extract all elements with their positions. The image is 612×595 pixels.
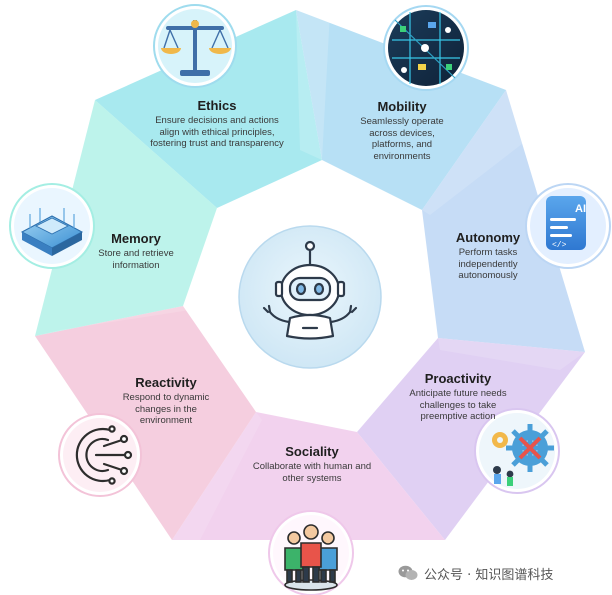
mobility-title: Mobility	[377, 99, 427, 114]
reactivity-band	[35, 306, 256, 540]
mobility-description: Seamlessly operate across devices, platf…	[360, 116, 444, 162]
band-overlap	[35, 306, 190, 336]
svg-text:</>: </>	[552, 241, 567, 250]
watermark: 公众号 · 知识图谱科技	[398, 562, 608, 584]
proactivity-label: Proactivity Anticipate future needs chal…	[398, 371, 518, 423]
band-overlap	[422, 90, 540, 215]
smart-city-map-icon	[392, 12, 460, 84]
svg-text:AI: AI	[575, 203, 586, 215]
ethics-label: Ethics Ensure decisions and actions alig…	[148, 98, 286, 150]
gears-team-icon	[492, 424, 554, 486]
autonomy-description: Perform tasks independently autonomously	[458, 247, 518, 281]
memory-title: Memory	[111, 231, 161, 246]
ai-document-icon: AI </>	[546, 196, 586, 250]
band-overlap	[172, 412, 262, 540]
reactivity-description: Respond to dynamic changes in the enviro…	[122, 392, 210, 426]
mobility-icon-badge	[383, 5, 469, 91]
people-group-icon	[284, 524, 338, 591]
mobility-band	[296, 10, 506, 210]
sociality-title: Sociality	[285, 444, 339, 459]
reactivity-label: Reactivity Respond to dynamic changes in…	[114, 375, 218, 427]
segment-bands	[35, 10, 585, 540]
ethics-description: Ensure decisions and actions align with …	[150, 115, 284, 149]
memory-description: Store and retrieve information	[98, 248, 174, 271]
memory-label: Memory Store and retrieve information	[94, 231, 178, 271]
sociality-label: Sociality Collaborate with human and oth…	[248, 444, 376, 484]
reactivity-title: Reactivity	[135, 375, 197, 390]
sociality-description: Collaborate with human and other systems	[252, 461, 372, 484]
memory-chip-icon	[20, 208, 84, 256]
proactivity-description: Anticipate future needs challenges to ta…	[409, 388, 507, 422]
reactivity-icon-badge	[58, 413, 142, 497]
ethics-icon-badge	[153, 4, 237, 88]
autonomy-title: Autonomy	[455, 230, 521, 245]
robot-icon	[262, 240, 358, 340]
balance-scale-icon	[161, 20, 231, 76]
autonomy-label: Autonomy Perform tasks independently aut…	[444, 230, 532, 282]
ethics-band	[95, 10, 322, 208]
mobility-label: Mobility Seamlessly operate across devic…	[348, 99, 456, 162]
ethics-title: Ethics	[197, 98, 237, 113]
wechat-icon	[398, 565, 418, 581]
sociality-icon-badge	[268, 510, 354, 595]
memory-band	[35, 100, 217, 336]
proactivity-title: Proactivity	[424, 371, 492, 386]
sociality-band	[172, 412, 445, 540]
band-overlap	[296, 10, 330, 160]
band-overlap	[438, 338, 585, 370]
memory-icon-badge	[9, 183, 95, 269]
proactivity-icon-badge	[474, 408, 560, 494]
autonomy-band	[422, 90, 585, 352]
center-hub	[238, 225, 382, 369]
watermark-text: 公众号 · 知识图谱科技	[424, 567, 554, 583]
proactivity-band	[357, 338, 585, 540]
circuit-brain-icon	[75, 425, 133, 485]
autonomy-icon-badge: AI </>	[525, 183, 611, 269]
